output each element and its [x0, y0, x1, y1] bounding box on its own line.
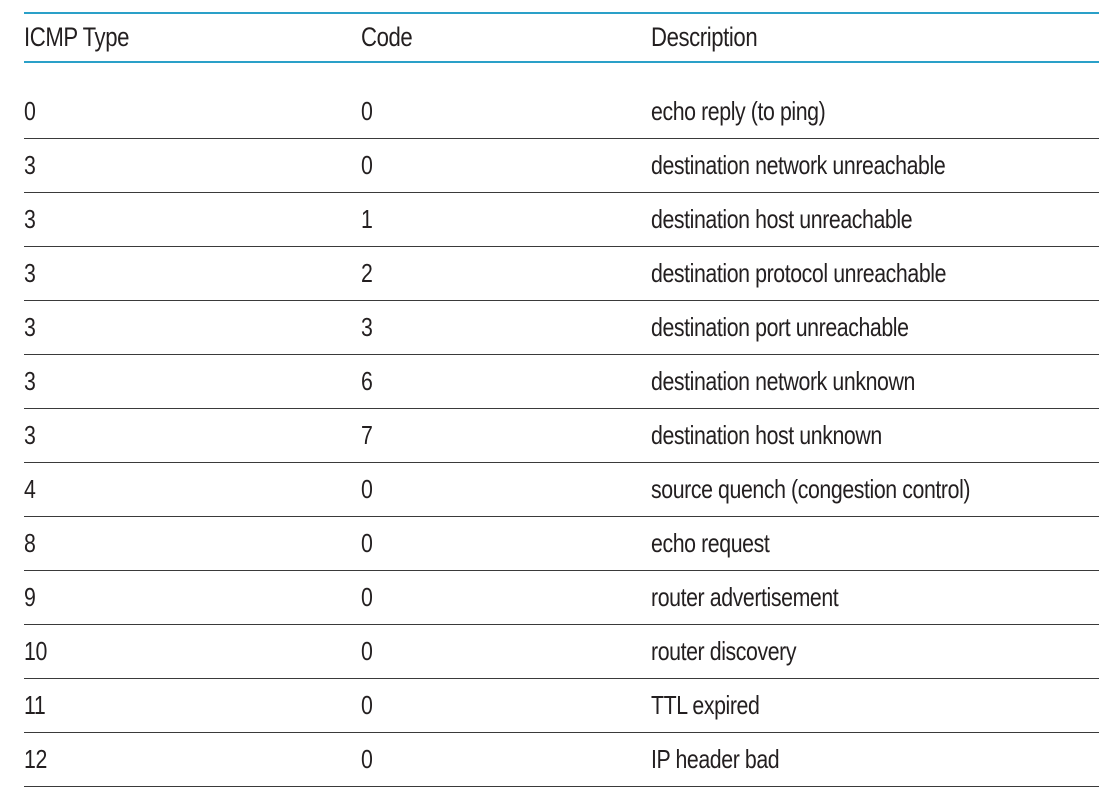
cell-description: destination host unreachable — [651, 204, 913, 234]
cell-description: destination protocol unreachable — [651, 258, 947, 288]
table-row: 4 0 source quench (congestion control) — [24, 463, 1099, 517]
cell-description: router advertisement — [651, 582, 839, 612]
table-row: 3 7 destination host unknown — [24, 409, 1099, 463]
table-row: 9 0 router advertisement — [24, 571, 1099, 625]
cell-icmp-type: 3 — [24, 420, 36, 450]
cell-code: 0 — [361, 474, 373, 504]
cell-description: echo reply (to ping) — [651, 96, 826, 126]
cell-icmp-type: 3 — [24, 366, 36, 396]
table-row: 8 0 echo request — [24, 517, 1099, 571]
cell-code: 6 — [361, 366, 373, 396]
cell-code: 7 — [361, 420, 373, 450]
cell-code: 0 — [361, 744, 373, 774]
table-top-rule — [24, 12, 1099, 14]
cell-code: 3 — [361, 312, 373, 342]
table-row: 12 0 IP header bad — [24, 733, 1099, 787]
table-row: 0 0 echo reply (to ping) — [24, 85, 1099, 139]
table-row: 3 3 destination port unreachable — [24, 301, 1099, 355]
cell-icmp-type: 12 — [24, 744, 47, 774]
cell-icmp-type: 3 — [24, 150, 36, 180]
table-row: 10 0 router discovery — [24, 625, 1099, 679]
table-row: 3 2 destination protocol unreachable — [24, 247, 1099, 301]
cell-icmp-type: 3 — [24, 258, 36, 288]
table-row: 3 0 destination network unreachable — [24, 139, 1099, 193]
cell-code: 0 — [361, 150, 373, 180]
cell-description: destination network unreachable — [651, 150, 946, 180]
cell-code: 2 — [361, 258, 373, 288]
cell-code: 0 — [361, 690, 373, 720]
header-description: Description — [651, 22, 758, 52]
table-row: 11 0 TTL expired — [24, 679, 1099, 733]
cell-description: echo request — [651, 528, 770, 558]
cell-icmp-type: 0 — [24, 96, 36, 126]
table-row: 3 6 destination network unknown — [24, 355, 1099, 409]
cell-description: destination network unknown — [651, 366, 915, 396]
table-row: 3 1 destination host unreachable — [24, 193, 1099, 247]
cell-code: 1 — [361, 204, 373, 234]
cell-icmp-type: 11 — [24, 690, 46, 720]
cell-description: destination port unreachable — [651, 312, 909, 342]
cell-code: 0 — [361, 636, 373, 666]
cell-description: destination host unknown — [651, 420, 882, 450]
cell-icmp-type: 3 — [24, 204, 36, 234]
cell-description: source quench (congestion control) — [651, 474, 971, 504]
cell-description: TTL expired — [651, 690, 760, 720]
cell-icmp-type: 8 — [24, 528, 36, 558]
table-header: ICMP Type Code Description — [24, 14, 1099, 61]
icmp-table: ICMP Type Code Description 0 0 echo repl… — [24, 12, 1099, 787]
cell-code: 0 — [361, 582, 373, 612]
table-header-rule — [24, 61, 1099, 63]
cell-code: 0 — [361, 528, 373, 558]
cell-description: IP header bad — [651, 744, 780, 774]
cell-icmp-type: 4 — [24, 474, 36, 504]
cell-icmp-type: 10 — [24, 636, 47, 666]
cell-icmp-type: 9 — [24, 582, 36, 612]
cell-code: 0 — [361, 96, 373, 126]
cell-icmp-type: 3 — [24, 312, 36, 342]
header-icmp-type: ICMP Type — [24, 22, 130, 52]
header-code: Code — [361, 22, 413, 52]
cell-description: router discovery — [651, 636, 797, 666]
